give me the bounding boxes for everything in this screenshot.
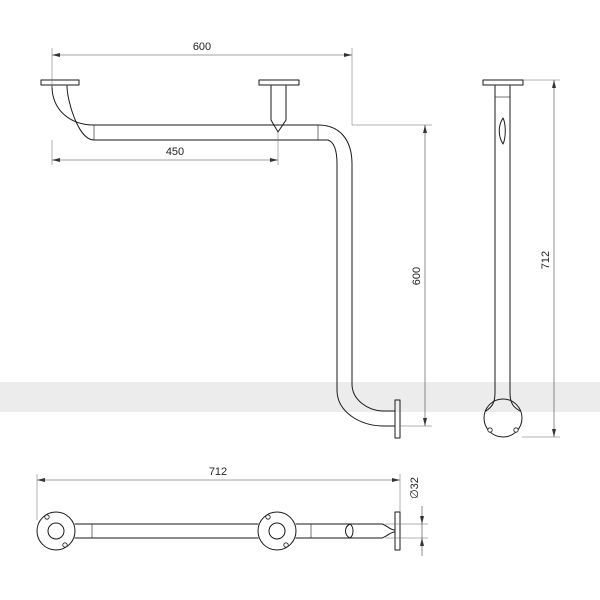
side-screw-left bbox=[487, 427, 493, 433]
dim-arrow-600v-bottom bbox=[423, 418, 427, 426]
dim-label-600-vertical: 600 bbox=[411, 267, 423, 285]
dim-label-450: 450 bbox=[166, 146, 184, 158]
dim-arrow-712v-top bbox=[552, 80, 556, 88]
dim-arrow-d32-top bbox=[420, 516, 424, 524]
dim-arrow-712h-right bbox=[392, 478, 400, 482]
background-band bbox=[0, 382, 600, 412]
side-base-collar-right bbox=[509, 392, 521, 412]
plan-tube-end-curve-bottom bbox=[381, 531, 396, 539]
front-middle-post-tee bbox=[270, 119, 287, 133]
side-top-flange bbox=[482, 79, 524, 86]
front-right-bend-inner bbox=[327, 139, 338, 165]
dim-arrow-712h-left bbox=[37, 478, 45, 482]
front-left-bend-outer bbox=[51, 85, 95, 126]
plan-view: 712 ∅32 bbox=[36, 466, 428, 556]
plan-left-screw-bottom bbox=[62, 542, 68, 548]
dim-arrow-712v-bottom bbox=[552, 429, 556, 437]
front-bottom-bend-inner bbox=[351, 383, 385, 412]
plan-middle-rosette bbox=[257, 511, 297, 551]
dim-arrow-600-left bbox=[52, 53, 60, 57]
dim-arrow-450-right bbox=[270, 158, 278, 162]
plan-left-tube-circle bbox=[47, 522, 65, 540]
plan-middle-screw-bottom bbox=[283, 542, 289, 548]
dim-label-diameter: ∅32 bbox=[409, 477, 421, 499]
side-screw-right bbox=[513, 427, 519, 433]
plan-middle-screw-top bbox=[265, 514, 271, 520]
plan-tube-end-curve bbox=[381, 523, 396, 531]
dim-label-600-top: 600 bbox=[193, 41, 211, 53]
dim-arrow-d32-bottom bbox=[420, 538, 424, 546]
front-view: 600 450 600 bbox=[40, 41, 432, 439]
side-base-rosette bbox=[483, 398, 523, 438]
side-base-collar bbox=[485, 392, 496, 412]
dim-label-712-vertical: 712 bbox=[540, 251, 552, 269]
front-left-flange bbox=[40, 79, 80, 86]
front-bottom-flange bbox=[394, 399, 401, 439]
plan-middle-tube-circle bbox=[268, 522, 286, 540]
plan-end-flange bbox=[394, 511, 401, 551]
side-tube-cutout bbox=[498, 117, 506, 145]
front-middle-flange bbox=[258, 79, 300, 86]
dim-arrow-450-left bbox=[52, 158, 60, 162]
plan-left-rosette bbox=[36, 511, 76, 551]
front-bottom-bend-outer bbox=[336, 389, 385, 427]
dim-arrow-600v-top bbox=[423, 125, 427, 133]
front-right-bend-outer bbox=[317, 124, 353, 165]
plan-tube-cutout bbox=[345, 523, 354, 539]
front-left-bend-inner bbox=[66, 85, 95, 141]
dim-arrow-600-right bbox=[344, 53, 352, 57]
side-view: 712 bbox=[482, 79, 560, 438]
dim-label-712-horizontal: 712 bbox=[209, 466, 227, 478]
plan-left-screw-top bbox=[44, 514, 50, 520]
